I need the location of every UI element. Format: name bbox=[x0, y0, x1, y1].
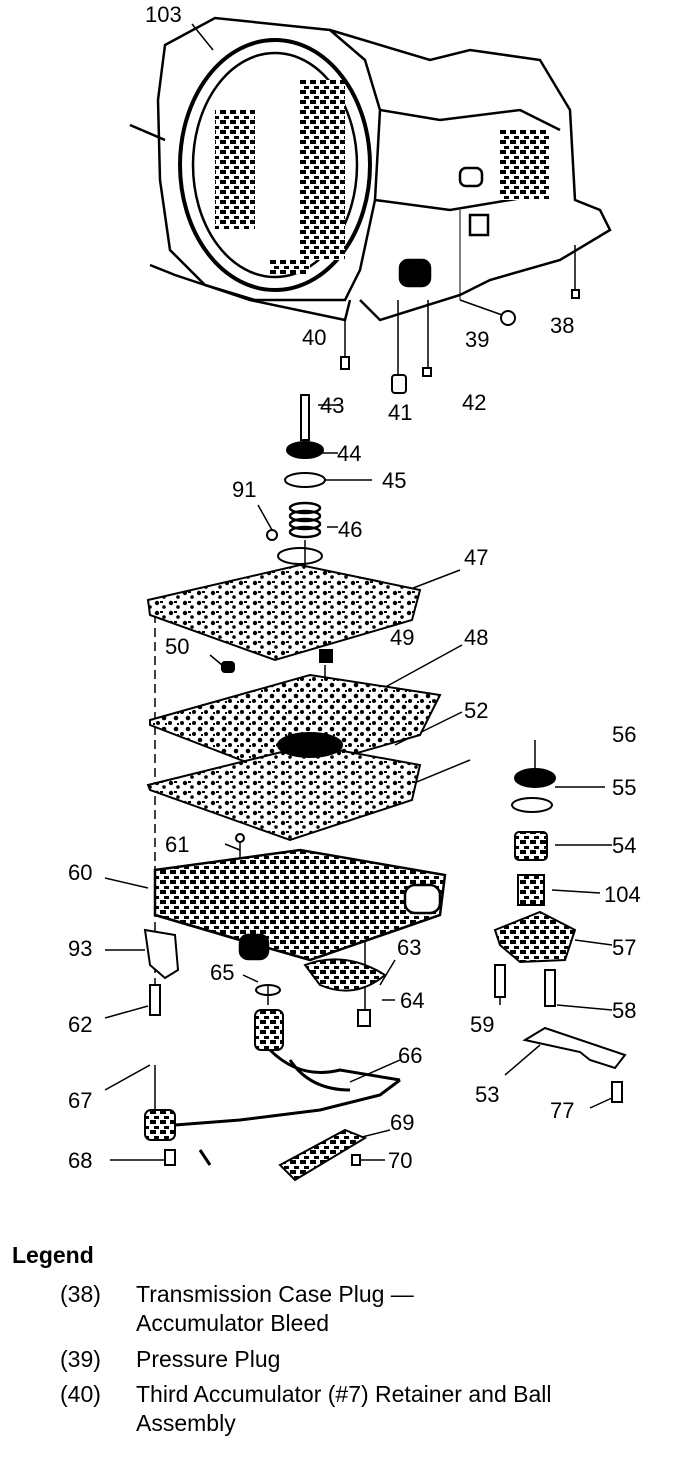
bracket-93 bbox=[143, 928, 180, 980]
callout-50: 50 bbox=[165, 634, 189, 659]
seal-65 bbox=[255, 984, 281, 996]
part-43 bbox=[300, 394, 310, 441]
legend-item-number: (38) bbox=[60, 1281, 101, 1307]
part-104-spring bbox=[517, 874, 545, 906]
callout-93: 93 bbox=[68, 936, 92, 961]
sensor-69 bbox=[278, 1128, 368, 1182]
part-44 bbox=[286, 441, 324, 459]
lower-assemblies bbox=[143, 928, 401, 1182]
exploded-parts-diagram: 103 40 41 42 39 38 43 44 45 46 91 47 50 … bbox=[68, 2, 641, 1182]
callout-61: 61 bbox=[165, 832, 189, 857]
bolt-68 bbox=[164, 1149, 176, 1166]
legend-item-line: Accumulator Bleed bbox=[136, 1310, 330, 1336]
bolt-77 bbox=[611, 1081, 623, 1103]
part-63 bbox=[303, 958, 387, 992]
plate-48 bbox=[149, 673, 442, 777]
valve-body bbox=[153, 848, 447, 962]
callout-66: 66 bbox=[398, 1043, 422, 1068]
plate-47 bbox=[146, 563, 422, 662]
callout-40: 40 bbox=[302, 325, 326, 350]
callout-65: 65 bbox=[210, 960, 234, 985]
harness-wire bbox=[174, 1078, 401, 1166]
part-39 bbox=[500, 310, 516, 326]
bolt-58 bbox=[544, 969, 556, 1007]
spacer-plates bbox=[146, 563, 442, 842]
part-42 bbox=[422, 367, 432, 377]
accumulator-stack bbox=[493, 768, 627, 1103]
callout-43: 43 bbox=[320, 393, 344, 418]
legend-item-description: Transmission Case Plug — Accumulator Ble… bbox=[136, 1280, 676, 1338]
bolt-59 bbox=[494, 964, 506, 998]
part-61 bbox=[235, 833, 245, 843]
bracket-53 bbox=[522, 1026, 627, 1070]
legend-item-line: Transmission Case Plug — bbox=[136, 1281, 414, 1307]
callout-58: 58 bbox=[612, 998, 636, 1023]
callout-39: 39 bbox=[465, 327, 489, 352]
callout-53: 53 bbox=[475, 1082, 499, 1107]
legend-item-description: Third Accumulator (#7) Retainer and Ball… bbox=[136, 1380, 676, 1438]
accumulator-housing-57 bbox=[493, 910, 577, 964]
callout-56: 56 bbox=[612, 722, 636, 747]
callout-68: 68 bbox=[68, 1148, 92, 1173]
callout-52: 52 bbox=[464, 698, 488, 723]
part-56 bbox=[514, 768, 556, 788]
part-46-spring bbox=[288, 501, 322, 539]
part-91 bbox=[266, 529, 278, 541]
callout-63: 63 bbox=[397, 935, 421, 960]
callout-103: 103 bbox=[145, 2, 182, 27]
legend-item-number: (39) bbox=[60, 1346, 101, 1372]
callout-48: 48 bbox=[464, 625, 488, 650]
part-41 bbox=[391, 374, 407, 394]
part-40 bbox=[340, 356, 350, 370]
callout-49: 49 bbox=[390, 625, 414, 650]
legend-item-line: Pressure Plug bbox=[136, 1346, 281, 1372]
callout-46: 46 bbox=[338, 517, 362, 542]
callout-69: 69 bbox=[390, 1110, 414, 1135]
callout-38: 38 bbox=[550, 313, 574, 338]
solenoid-67 bbox=[144, 1109, 176, 1141]
transmission-case bbox=[129, 16, 612, 322]
part-55 bbox=[511, 797, 553, 813]
part-45 bbox=[284, 472, 326, 488]
callout-54: 54 bbox=[612, 833, 636, 858]
part-54 bbox=[514, 831, 548, 861]
callout-67: 67 bbox=[68, 1088, 92, 1113]
callout-57: 57 bbox=[612, 935, 636, 960]
callout-60: 60 bbox=[68, 860, 92, 885]
legend-item-number: (40) bbox=[60, 1381, 101, 1407]
callout-64: 64 bbox=[400, 988, 424, 1013]
legend-title: Legend bbox=[12, 1242, 94, 1268]
small-parts bbox=[221, 289, 580, 843]
callout-55: 55 bbox=[612, 775, 636, 800]
bolt-64 bbox=[357, 1009, 371, 1027]
legend-item-line: Assembly bbox=[136, 1410, 236, 1436]
wiring-harness-66 bbox=[268, 1048, 401, 1092]
plate-hole bbox=[277, 732, 343, 758]
part-38 bbox=[571, 289, 580, 299]
part-50 bbox=[221, 661, 235, 673]
callout-42: 42 bbox=[462, 390, 486, 415]
callout-45: 45 bbox=[382, 468, 406, 493]
callout-62: 62 bbox=[68, 1012, 92, 1037]
connector bbox=[254, 1009, 284, 1051]
callout-47: 47 bbox=[464, 545, 488, 570]
callout-41: 41 bbox=[388, 400, 412, 425]
callout-labels: 103 40 41 42 39 38 43 44 45 46 91 47 50 … bbox=[68, 2, 641, 1173]
callout-91: 91 bbox=[232, 477, 256, 502]
plate-52 bbox=[146, 743, 422, 842]
bolt-62 bbox=[149, 984, 161, 1016]
bolt-70 bbox=[351, 1154, 361, 1166]
callout-44: 44 bbox=[337, 441, 361, 466]
callout-70: 70 bbox=[388, 1148, 412, 1173]
plate-opening bbox=[277, 547, 323, 565]
part-49 bbox=[319, 649, 333, 663]
legend-item-line: Third Accumulator (#7) Retainer and Ball bbox=[136, 1381, 552, 1407]
callout-77: 77 bbox=[550, 1098, 574, 1123]
callout-104: 104 bbox=[604, 882, 641, 907]
legend-item-description: Pressure Plug bbox=[136, 1345, 676, 1374]
callout-59: 59 bbox=[470, 1012, 494, 1037]
